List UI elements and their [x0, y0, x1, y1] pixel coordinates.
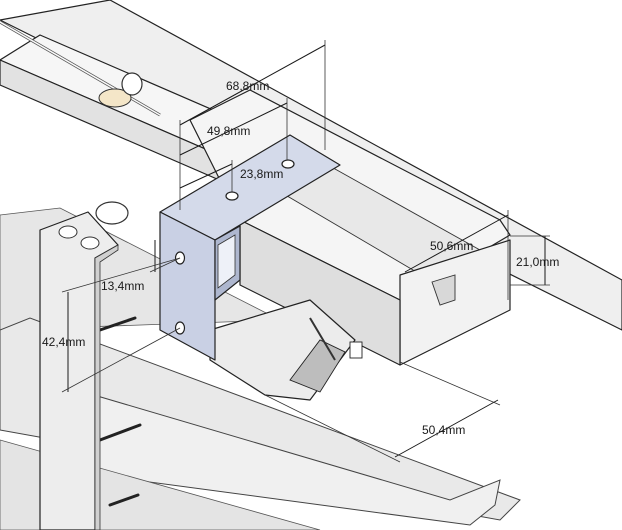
dim-50-4: 50,4mm: [422, 423, 465, 437]
mechanism-clip: [349, 341, 363, 359]
mounting-rail: [189, 89, 511, 401]
dim-23-8: 23,8mm: [240, 167, 283, 181]
pulley: [98, 88, 132, 108]
dim-21-0: 21,0mm: [516, 255, 559, 269]
dim-13-4: 13,4mm: [101, 279, 144, 293]
dim-68-8: 68,8mm: [226, 79, 269, 93]
ladder-tape: [39, 201, 129, 530]
dim-49-8: 49,8mm: [207, 124, 250, 138]
dim-50-6: 50,6mm: [430, 239, 473, 253]
mounting-bracket: [159, 134, 341, 361]
bracket-hole-2: [225, 191, 239, 201]
bottom-slat-1: [0, 317, 521, 521]
bracket-hole-1: [281, 159, 295, 169]
dimension-lines: [61, 40, 550, 463]
dim-42-4: 42,4mm: [42, 335, 85, 349]
dimension-labels: 68,8mm 49,8mm 23,8mm 50,6mm 21,0mm 13,4m…: [42, 79, 559, 437]
slat-slot-1: [98, 316, 137, 332]
slat-slot-3: [108, 493, 140, 507]
slat-slot-2: [98, 423, 142, 442]
